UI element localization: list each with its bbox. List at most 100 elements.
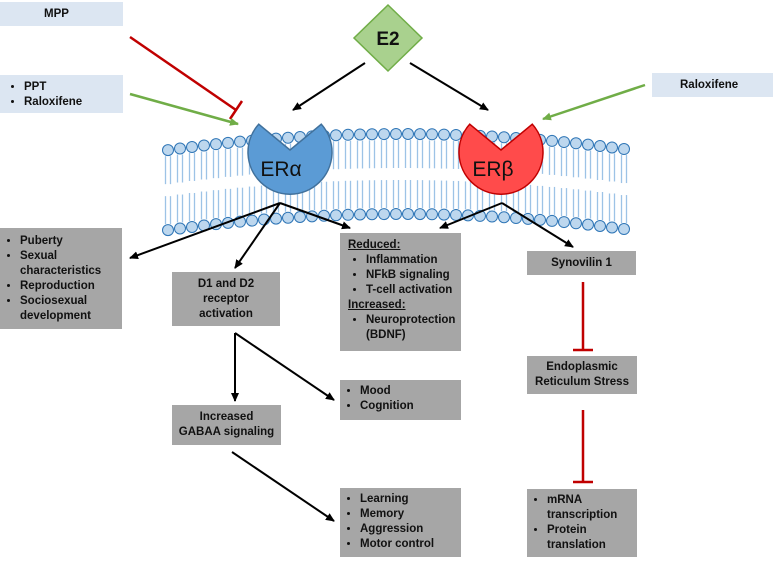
ppt-activate-arrow (129, 92, 239, 126)
lipid-head (174, 142, 186, 155)
ppt-label: PPT (24, 80, 123, 95)
gabaa-to-learning-arrow (231, 451, 335, 522)
er-stress-line-1: Endoplasmic (546, 361, 618, 373)
beta-to-synovilin-arrow (501, 202, 574, 248)
lipid-head (618, 223, 630, 236)
alpha-to-d1d2-arrow (234, 202, 281, 269)
e2-diamond (352, 3, 424, 73)
raloxifene-left-label: Raloxifene (24, 95, 123, 110)
transcription-translation-box: mRNA transcription Protein translation (527, 489, 637, 557)
lipid-head (414, 208, 426, 221)
lipid-head (390, 128, 402, 141)
er-alpha-label: ERα (260, 158, 301, 181)
reduced-header: Reduced: (348, 239, 401, 251)
sociosexual-development-item: Sociosexual development (20, 294, 118, 324)
e2-to-er-beta-arrow (409, 62, 489, 111)
mpp-inhibit-line (129, 35, 237, 112)
gabaa-line-2: GABAA signaling (178, 426, 275, 438)
sexual-characteristics-item: Sexual characteristics (20, 249, 118, 279)
lipid-head (438, 208, 450, 221)
lipid-head (282, 131, 294, 144)
reproduction-item: Reproduction (20, 279, 118, 294)
lipid-head (570, 137, 582, 150)
beta-to-reduced-arrow (439, 202, 503, 229)
cognition-item: Cognition (360, 399, 457, 414)
lipid-head (606, 221, 618, 234)
lipid-head (498, 131, 510, 144)
ppt-raloxifene-box: PPT Raloxifene (0, 75, 123, 113)
gabaa-line-1: Increased (199, 411, 254, 423)
increased-header: Increased: (348, 299, 406, 311)
lipid-head (366, 208, 378, 221)
mpp-box: MPP (0, 2, 123, 26)
d1-d2-activation-box: D1 and D2 receptor activation (172, 272, 280, 326)
mood-cognition-box: Mood Cognition (340, 380, 461, 420)
mrna-transcription-item: mRNA transcription (547, 493, 633, 523)
lipid-head (366, 128, 378, 141)
lipid-head (594, 140, 606, 152)
memory-item: Memory (360, 507, 457, 522)
raloxifene-right-label: Raloxifene (680, 79, 739, 91)
mood-item: Mood (360, 384, 457, 399)
lipid-head (246, 214, 258, 227)
lipid-head (162, 144, 174, 157)
synovilin-box: Synovilin 1 (527, 251, 636, 275)
aggression-item: Aggression (360, 522, 457, 537)
lipid-head (558, 216, 570, 229)
mpp-label: MPP (44, 8, 69, 20)
d1d2-line-3: activation (199, 307, 253, 320)
lipid-head (342, 208, 354, 221)
lipid-head (186, 140, 198, 153)
lipid-head (354, 128, 366, 141)
lipid-head (402, 208, 414, 221)
lipid-head (450, 128, 462, 141)
d1d2-to-mood-arrow (234, 332, 335, 401)
lipid-head (186, 220, 198, 233)
protein-translation-item: Protein translation (547, 523, 633, 553)
lipid-head (330, 209, 342, 222)
inflammation-item: Inflammation (366, 253, 457, 268)
motor-control-item: Motor control (360, 537, 457, 552)
raloxifene-right-box: Raloxifene (652, 73, 773, 97)
d1d2-line-1: D1 and D2 (197, 277, 255, 290)
lipid-head (450, 208, 462, 221)
t-cell-activation-item: T-cell activation (366, 283, 457, 298)
development-outcomes-box: Puberty Sexual characteristics Reproduct… (0, 228, 122, 329)
lipid-head (282, 211, 294, 224)
lipid-head (210, 138, 222, 151)
learning-outcomes-box: Learning Memory Aggression Motor control (340, 488, 461, 557)
lipid-head (402, 128, 414, 141)
lipid-head (618, 143, 630, 156)
puberty-item: Puberty (20, 234, 118, 249)
learning-item: Learning (360, 492, 457, 507)
lipid-head (606, 141, 618, 154)
er-beta-label: ERβ (472, 158, 513, 181)
er-stress-line-2: Reticulum Stress (535, 376, 629, 388)
lipid-head (594, 220, 606, 232)
lipid-head (570, 217, 582, 230)
lipid-head (294, 211, 306, 223)
lipid-head (438, 128, 450, 141)
raloxifene-right-activate-arrow (542, 83, 646, 121)
lipid-head (354, 208, 366, 221)
alpha-to-reduced-arrow (279, 202, 351, 230)
lipid-head (174, 222, 186, 235)
neuroprotection-item: Neuroprotection (BDNF) (366, 313, 457, 343)
lipid-head (582, 218, 594, 231)
er-beta-receptor-shape (458, 123, 544, 195)
mpp-inhibit-bar (228, 100, 244, 120)
e2-to-er-alpha-arrow (292, 62, 366, 111)
lipid-head (270, 212, 282, 225)
lipid-head (546, 214, 558, 227)
d1d2-line-2: receptor (202, 292, 250, 305)
lipid-head (342, 128, 354, 141)
lipid-head (558, 136, 570, 149)
er-alpha-receptor-shape (247, 123, 333, 195)
reduced-increased-box: Reduced: Inflammation NFkB signaling T-c… (340, 233, 461, 351)
lipid-head (582, 138, 594, 151)
lipid-head (486, 210, 498, 223)
lipid-head (198, 139, 210, 152)
lipid-head (426, 128, 438, 141)
lipid-head (234, 135, 246, 148)
